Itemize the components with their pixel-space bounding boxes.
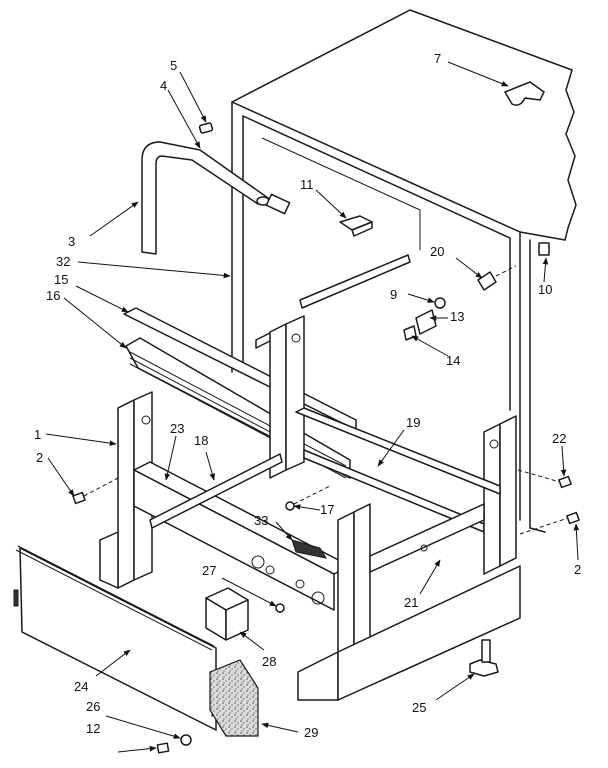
label-23: 23	[170, 421, 184, 436]
label-26: 26	[86, 699, 100, 714]
label-18: 18	[194, 433, 208, 448]
base-frame	[99, 315, 521, 701]
label-21: 21	[404, 595, 418, 610]
label-29: 29	[304, 725, 318, 740]
hinge-parts	[403, 265, 517, 341]
label-19: 19	[406, 415, 420, 430]
screw-5	[198, 122, 214, 134]
label-16: 16	[46, 288, 60, 303]
upper-frame-rod	[141, 141, 291, 255]
label-2: 2	[36, 450, 43, 465]
label-22: 22	[552, 431, 566, 446]
tub-cabinet	[231, 9, 577, 533]
leader-lines	[45, 61, 580, 753]
callout-labels: 1 2 2 3 4 5 7 9 10 11 12 13 14 15 16 17 …	[34, 51, 581, 740]
screws-bottom	[156, 734, 192, 754]
leveling-foot-25	[469, 639, 499, 677]
label-9: 9	[390, 287, 397, 302]
bracket-11	[339, 215, 373, 237]
label-33: 33	[254, 513, 268, 528]
screw-2-left	[72, 477, 119, 505]
label-3: 3	[68, 234, 75, 249]
label-12: 12	[86, 721, 100, 736]
label-20: 20	[430, 244, 444, 259]
label-24: 24	[74, 679, 88, 694]
label-4: 4	[160, 78, 167, 93]
label-7: 7	[434, 51, 441, 66]
label-27: 27	[202, 563, 216, 578]
label-2: 2	[574, 562, 581, 577]
screws-right	[517, 469, 580, 535]
nut-10	[538, 242, 550, 256]
insulation-29	[209, 659, 259, 737]
label-15: 15	[54, 272, 68, 287]
label-11: 11	[300, 177, 314, 192]
label-17: 17	[320, 502, 334, 517]
screw-27	[275, 603, 285, 613]
clip-7	[504, 81, 545, 106]
label-1: 1	[34, 427, 41, 442]
label-14: 14	[446, 353, 460, 368]
bracket-33	[291, 539, 328, 559]
label-10: 10	[538, 282, 552, 297]
label-32: 32	[56, 254, 70, 269]
label-28: 28	[262, 654, 276, 669]
label-13: 13	[450, 309, 464, 324]
label-5: 5	[170, 58, 177, 73]
box-28	[205, 587, 249, 641]
label-25: 25	[412, 700, 426, 715]
front-rail	[123, 307, 357, 479]
